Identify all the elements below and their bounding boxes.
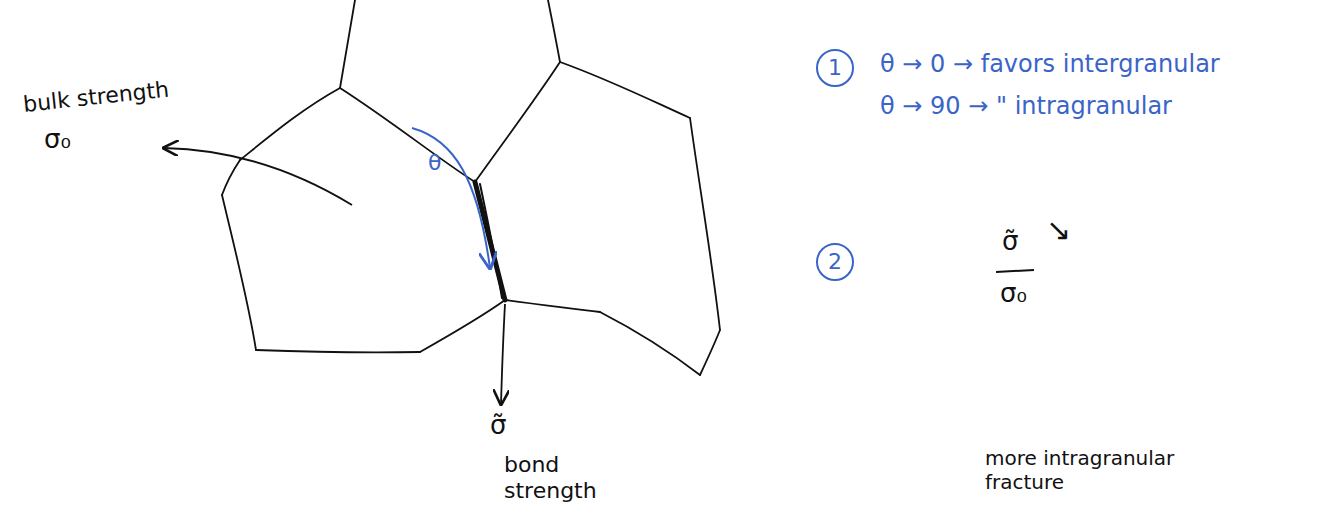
annotation-label: more intragranular fracture <box>985 446 1200 494</box>
angle-arrow <box>412 128 490 268</box>
symbol-label: σ₀ <box>1000 278 1027 309</box>
callout-number: 1 <box>828 57 842 79</box>
grain-boundaries <box>222 0 720 375</box>
symbol-label: σ̃ <box>490 410 506 441</box>
annotation-label: bond strength <box>504 452 608 505</box>
trend-arrow: ↘ <box>1046 212 1071 248</box>
callout-number: 2 <box>828 251 842 273</box>
circled-number: 2 <box>816 243 854 281</box>
highlighted-boundary <box>475 182 505 300</box>
symbol-label: σ̃ <box>1002 226 1018 257</box>
note-text: θ → 0 → favors intergranular <box>880 50 1220 79</box>
annotation-label: bulk strength <box>22 77 170 119</box>
leader-arrow <box>501 304 505 404</box>
fraction-bar <box>996 270 1034 272</box>
symbol-label: σ₀ <box>44 124 71 155</box>
note-text: θ → 90 → " intragranular <box>880 92 1172 121</box>
leader-arrow <box>164 148 352 205</box>
circled-number: 1 <box>816 49 854 87</box>
angle-label: θ <box>428 150 441 176</box>
